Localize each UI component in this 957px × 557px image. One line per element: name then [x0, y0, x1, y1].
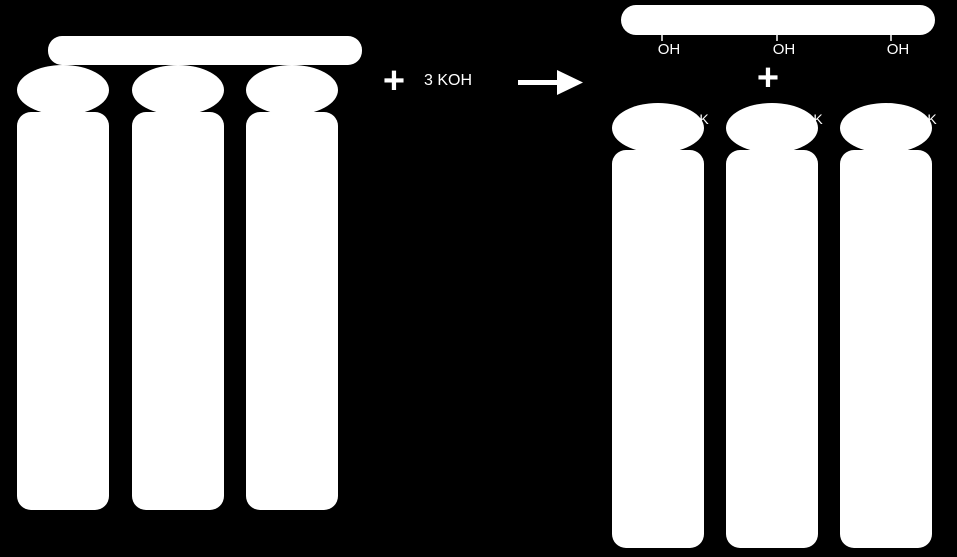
glycerol-bar: [621, 5, 935, 35]
glycerol-product: OH OH OH: [621, 5, 935, 58]
hydrocarbon-tail: [840, 150, 932, 548]
reaction-arrow-icon: [518, 70, 583, 95]
fatty-acid-chain: [17, 65, 109, 510]
soap-molecule: K: [726, 103, 823, 548]
hydrocarbon-tail: [17, 112, 109, 510]
carboxylate-head: [840, 103, 932, 153]
reagent-plus-sign: +: [383, 60, 405, 102]
fatty-acid-chain: [132, 65, 224, 510]
ester-head: [132, 65, 224, 115]
hydroxyl-label: OH: [773, 41, 796, 58]
carboxylate-head: [726, 103, 818, 153]
soap-molecules: K K K: [612, 103, 937, 548]
fatty-acid-chain: [246, 65, 338, 510]
hydroxyl-label: OH: [658, 41, 681, 58]
glycerol-backbone-bar: [48, 36, 362, 65]
reagent-group: + 3 KOH: [383, 60, 472, 102]
ester-head: [17, 65, 109, 115]
hydrocarbon-tail: [246, 112, 338, 510]
hydrocarbon-tail: [612, 150, 704, 548]
product-plus-sign: +: [757, 57, 779, 99]
triglyceride-molecule: [17, 36, 362, 510]
hydrocarbon-tail: [726, 150, 818, 548]
soap-molecule: K: [840, 103, 937, 548]
hydrocarbon-tail: [132, 112, 224, 510]
carboxylate-head: [612, 103, 704, 153]
hydroxyl-label: OH: [887, 41, 910, 58]
reagent-label: 3 KOH: [424, 72, 472, 89]
potassium-ion-label: K: [699, 111, 709, 127]
potassium-ion-label: K: [927, 111, 937, 127]
soap-molecule: K: [612, 103, 709, 548]
ester-head: [246, 65, 338, 115]
potassium-ion-label: K: [813, 111, 823, 127]
